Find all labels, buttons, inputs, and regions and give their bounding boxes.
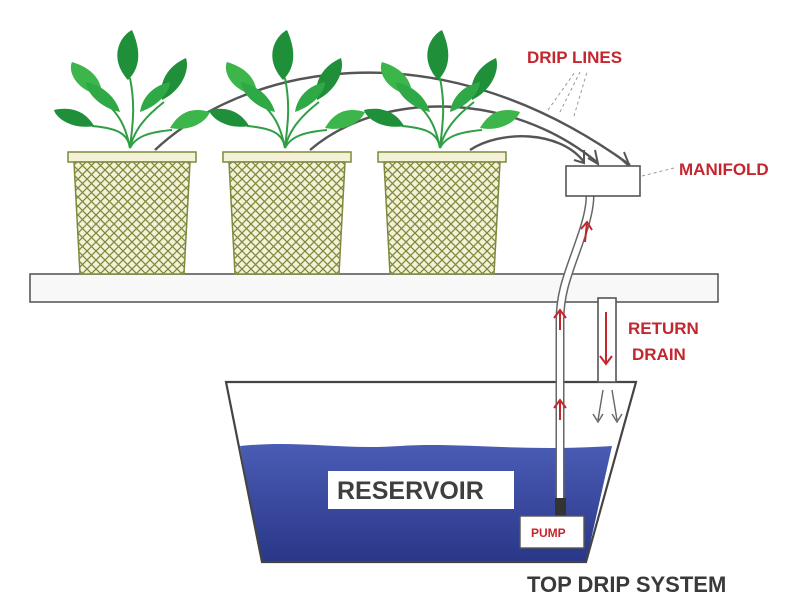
- diagram-title: TOP DRIP SYSTEM: [527, 572, 726, 597]
- return-drain-pipe: [592, 297, 623, 424]
- manifold-label: MANIFOLD: [679, 160, 769, 179]
- manifold-icon: [565, 165, 641, 197]
- drain-label: DRAIN: [632, 345, 686, 364]
- plant-icon: [363, 29, 521, 149]
- reservoir-label-box: [328, 471, 514, 509]
- net-pot-icon: [67, 151, 197, 275]
- return-label: RETURN: [628, 319, 699, 338]
- drip-line-3: [469, 135, 585, 163]
- flow-arrow-icon: [553, 220, 613, 420]
- shelf: [29, 273, 719, 303]
- net-pot-icon: [222, 151, 352, 275]
- pump-icon: [519, 515, 585, 549]
- plant-icon: [53, 29, 211, 149]
- reservoir-label: RESERVOIR: [337, 477, 484, 505]
- net-pot-icon: [377, 151, 507, 275]
- leader-lines: [547, 71, 675, 177]
- pump-label: PUMP: [531, 526, 566, 540]
- plant-1: [53, 29, 211, 275]
- drip-line-2: [309, 105, 599, 164]
- reservoir-tank: [224, 380, 638, 564]
- plant-icon: [208, 29, 366, 149]
- plant-2: [208, 29, 366, 275]
- drip-lines-label: DRIP LINES: [527, 48, 622, 67]
- plant-3: [363, 29, 521, 275]
- pump-intake: [555, 498, 566, 516]
